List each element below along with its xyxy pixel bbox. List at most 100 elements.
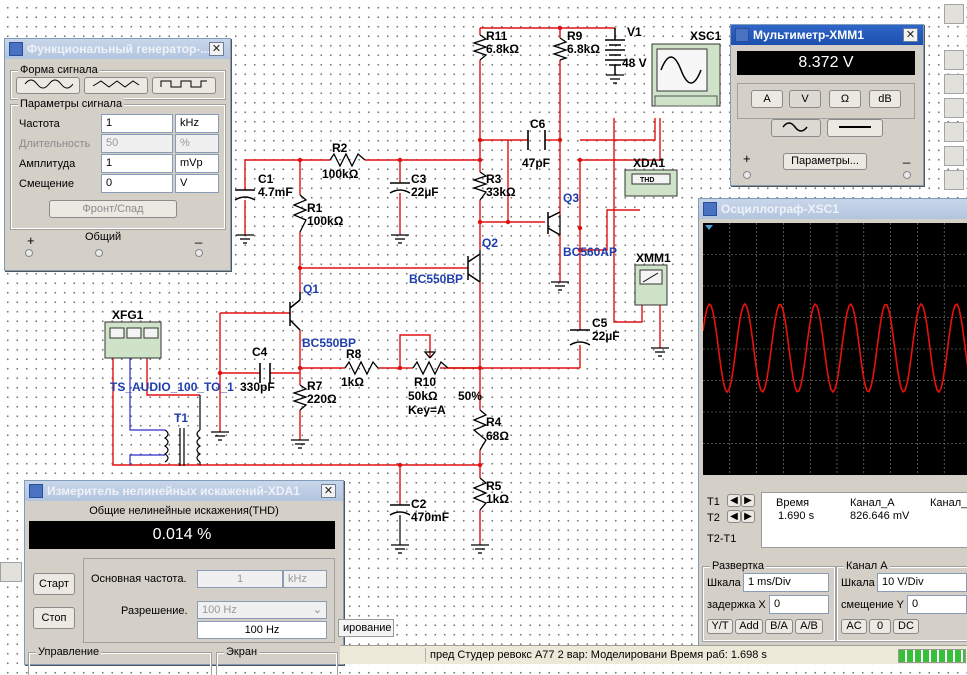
offset-y-label: смещение Y: [841, 599, 904, 611]
minus-terminal[interactable]: [195, 249, 203, 257]
stop-button[interactable]: Стоп: [33, 607, 75, 629]
tool-icon[interactable]: [944, 98, 964, 118]
frequency-input[interactable]: 1: [101, 114, 173, 133]
delay-x-label: задержка X: [707, 599, 766, 611]
duty-input[interactable]: 50: [101, 134, 173, 153]
close-button[interactable]: ✕: [209, 42, 224, 56]
sine-wave-button[interactable]: [16, 77, 80, 94]
r10-value: 50kΩ: [408, 389, 438, 403]
t1-right-arrow-icon[interactable]: ▶: [741, 494, 755, 507]
ac-coupling-button[interactable]: AC: [841, 619, 867, 634]
fundamental-frequency-input[interactable]: 1: [197, 570, 283, 588]
xsc1-instrument[interactable]: [651, 43, 721, 107]
v1-value: 48 V: [622, 56, 647, 70]
fundamental-frequency-unit[interactable]: kHz: [283, 570, 327, 588]
plus-terminal[interactable]: [743, 171, 751, 179]
sweep-group-label: Развертка: [710, 560, 766, 572]
tool-icon[interactable]: [944, 4, 964, 24]
tool-icon[interactable]: [944, 74, 964, 94]
yt-button[interactable]: Y/T: [707, 619, 733, 634]
c1-value: 4.7mF: [258, 185, 293, 199]
ohm-button[interactable]: Ω: [829, 90, 861, 108]
oscilloscope-titlebar[interactable]: Осциллограф-XSC1: [699, 199, 967, 219]
t2-left-arrow-icon[interactable]: ◀: [727, 510, 741, 523]
simulation-tab[interactable]: ирование: [338, 619, 394, 637]
close-button[interactable]: ✕: [321, 484, 336, 498]
xda1-instrument[interactable]: [624, 169, 678, 197]
r1-name: R1: [307, 201, 323, 215]
c5-value: 22µF: [592, 329, 620, 343]
distortion-analyzer-titlebar[interactable]: Измеритель нелинейных искажений-XDA1: [25, 481, 343, 501]
channel-scale-label: Шкала: [841, 577, 875, 589]
delay-x-input[interactable]: 0: [769, 595, 829, 614]
oscilloscope-screen[interactable]: [703, 223, 967, 475]
control-group: Управление: [28, 646, 212, 675]
sweep-scale-input[interactable]: 1 ms/Div: [743, 573, 829, 592]
offset-unit[interactable]: V: [175, 174, 219, 193]
capacitor-symbols: [234, 130, 591, 516]
ab-button[interactable]: A/B: [795, 619, 823, 634]
transformer-symbol: [163, 395, 202, 466]
xmm1-instrument[interactable]: [634, 264, 668, 306]
duty-unit[interactable]: %: [175, 134, 219, 153]
sine-wave-icon: [24, 79, 74, 89]
channel-b-column-header: Канал_: [930, 497, 967, 509]
scroll-left-icon[interactable]: [0, 562, 22, 582]
start-button[interactable]: Старт: [33, 573, 75, 595]
triangle-wave-button[interactable]: [84, 77, 148, 94]
ac-mode-button[interactable]: [771, 119, 821, 137]
channel-scale-input[interactable]: 10 V/Div: [877, 573, 967, 592]
function-generator-titlebar[interactable]: Функциональный генератор-...: [5, 39, 230, 59]
oscilloscope-window: Осциллограф-XSC1 T1 ◀ ▶ T2 ◀ ▶ T2-T1 Вре…: [698, 198, 967, 647]
resolution-label: Разрешение.: [121, 605, 188, 617]
xfg1-label: XFG1: [112, 308, 144, 322]
volt-button[interactable]: V: [789, 90, 821, 108]
dc-mode-button[interactable]: [827, 119, 883, 137]
close-button[interactable]: ✕: [903, 28, 918, 42]
dc-line-icon: [839, 126, 871, 128]
mode-group: [737, 83, 915, 119]
add-button[interactable]: Add: [735, 619, 763, 634]
screen-group-label: Экран: [224, 646, 260, 658]
resistor-symbols: [291, 34, 569, 511]
square-wave-button[interactable]: [152, 77, 216, 94]
ampere-button[interactable]: A: [751, 90, 783, 108]
parameters-button[interactable]: Параметры...: [783, 153, 867, 170]
db-button[interactable]: dB: [869, 90, 901, 108]
tool-icon[interactable]: [944, 50, 964, 70]
ba-button[interactable]: B/A: [765, 619, 793, 634]
q2-name: Q2: [482, 236, 498, 250]
xfg1-instrument[interactable]: [104, 321, 162, 359]
amplitude-unit[interactable]: mVp: [175, 154, 219, 173]
c2-name: C2: [411, 497, 427, 511]
control-group-label: Управление: [36, 646, 102, 658]
window-icon: [29, 484, 43, 498]
offset-input[interactable]: 0: [101, 174, 173, 193]
plus-terminal[interactable]: [25, 249, 33, 257]
distortion-analyzer-window: Измеритель нелинейных искажений-XDA1 ✕ О…: [24, 480, 344, 675]
zero-coupling-button[interactable]: 0: [869, 619, 891, 634]
multimeter-window: Мультиметр-XMM1 ✕ 8.372 V A V Ω dB + Пар…: [730, 24, 924, 186]
t1-cursor-icon[interactable]: [705, 225, 713, 230]
window-icon: [703, 202, 717, 216]
waveform-group: Форма сигнала: [10, 64, 226, 100]
duty-label: Длительность: [19, 138, 91, 150]
dc-coupling-button[interactable]: DC: [893, 619, 919, 634]
tool-icon[interactable]: [944, 122, 964, 142]
minus-terminal[interactable]: [903, 171, 911, 179]
resolution-select[interactable]: 100 Hz ⌄: [197, 601, 327, 619]
multimeter-titlebar[interactable]: Мультиметр-XMM1: [731, 25, 923, 45]
offset-y-input[interactable]: 0: [907, 595, 967, 614]
rise-fall-button[interactable]: Фронт/Спад: [49, 200, 177, 218]
frequency-unit[interactable]: kHz: [175, 114, 219, 133]
r10-key: Key=A: [408, 403, 446, 417]
t2-right-arrow-icon[interactable]: ▶: [741, 510, 755, 523]
left-panel-icon[interactable]: [2, 590, 20, 608]
tool-icon[interactable]: [944, 170, 964, 190]
tool-icon[interactable]: [944, 146, 964, 166]
amplitude-input[interactable]: 1: [101, 154, 173, 173]
xda1-thd: THD: [640, 177, 654, 184]
common-terminal[interactable]: [95, 249, 103, 257]
t1-left-arrow-icon[interactable]: ◀: [727, 494, 741, 507]
